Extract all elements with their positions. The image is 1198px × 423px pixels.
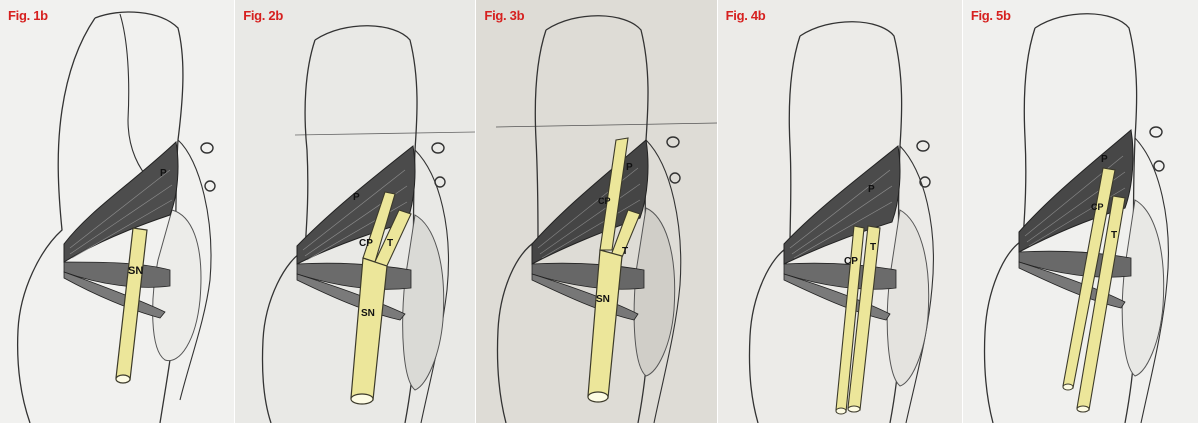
figure-label: Fig. 5b (971, 8, 1011, 23)
nerve-label-cp: CP (1091, 202, 1104, 212)
muscle-label-p: P (160, 168, 167, 179)
muscle-label-p: P (353, 192, 360, 203)
nerve-cut-end (848, 406, 860, 412)
nerve-label-cp: CP (844, 256, 858, 267)
muscle-label-p: P (1101, 154, 1108, 165)
nerve-cut-end (1077, 406, 1089, 412)
panel-fig-4b: CP T P Fig. 4b (718, 0, 963, 423)
nerve-label-sn: SN (596, 294, 610, 305)
nerve-label-t: T (1111, 230, 1117, 241)
nerve-label-sn: SN (128, 265, 143, 277)
panel-fig-5b: CP T P Fig. 5b (963, 0, 1198, 423)
nerve-cut-end (1063, 384, 1073, 390)
figure-label: Fig. 2b (243, 8, 283, 23)
nerve-label-cp: CP (598, 196, 611, 206)
panel-fig-3b: CP T SN P Fig. 3b (476, 0, 717, 423)
figure-label: Fig. 4b (726, 8, 766, 23)
hip-illustration: CP T SN P (235, 0, 476, 423)
hip-illustration: CP T P (963, 0, 1198, 423)
nerve-label-cp: CP (359, 238, 373, 249)
nerve-cut-end (588, 392, 608, 402)
figure-label: Fig. 1b (8, 8, 48, 23)
hip-illustration: SN P (0, 0, 235, 423)
nerve-cut-end (836, 408, 846, 414)
muscle-label-p: P (868, 184, 875, 195)
muscle-label-p: P (626, 162, 633, 173)
hip-illustration: CP T SN P (476, 0, 717, 423)
hip-illustration: CP T P (718, 0, 963, 423)
nerve-label-t: T (870, 242, 876, 253)
figure-label: Fig. 3b (484, 8, 524, 23)
nerve-label-t: T (622, 246, 628, 257)
panel-fig-1b: SN P Fig. 1b (0, 0, 235, 423)
panel-fig-2b: CP T SN P Fig. 2b (235, 0, 476, 423)
nerve-label-sn: SN (361, 308, 375, 319)
nerve-label-t: T (387, 238, 393, 249)
nerve-cut-end (351, 394, 373, 404)
nerve-cut-end (116, 375, 130, 383)
